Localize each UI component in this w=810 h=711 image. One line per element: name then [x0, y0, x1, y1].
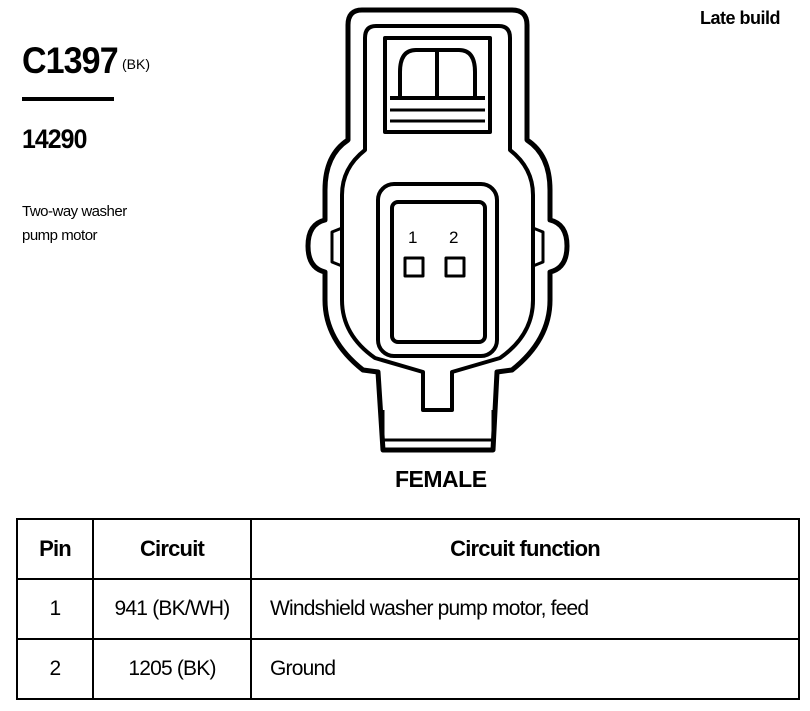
connector-gender-label: FEMALE: [395, 466, 487, 492]
pin-2-label: 2: [449, 228, 458, 247]
pin-cell: 1: [16, 578, 94, 640]
terminal-cavity-outer: [376, 182, 499, 358]
pin-1-socket: [403, 256, 425, 278]
part-number: 14290: [22, 124, 87, 154]
pin-1-label: 1: [408, 228, 417, 247]
title-rule: [22, 97, 114, 101]
left-side-ear: [330, 226, 343, 268]
pinout-table: Pin Circuit Circuit function 1 941 (BK/W…: [16, 518, 800, 700]
function-cell: Windshield washer pump motor, feed: [250, 578, 800, 640]
build-note: Late build: [700, 8, 781, 28]
pin-column-header: Pin: [16, 518, 94, 580]
connector-description: Two-way washer pump motor: [22, 203, 127, 244]
connector-outer-housing: [305, 7, 570, 453]
circuit-cell: 941 (BK/WH): [92, 578, 252, 640]
pin-cell: 2: [16, 638, 94, 700]
function-cell: Ground: [250, 638, 800, 700]
circuit-cell: 1205 (BK): [92, 638, 252, 700]
color-code: (BK): [122, 56, 150, 72]
table-row: 1 941 (BK/WH) Windshield washer pump mot…: [16, 578, 800, 640]
table-header-row: Pin Circuit Circuit function: [16, 518, 800, 580]
pin-2-socket: [444, 256, 466, 278]
right-side-ear: [532, 226, 545, 268]
connector-inner-housing: [340, 24, 535, 412]
circuit-column-header: Circuit: [92, 518, 252, 580]
bottom-foot: [381, 410, 495, 442]
table-row: 2 1205 (BK) Ground: [16, 638, 800, 700]
function-column-header: Circuit function: [250, 518, 800, 580]
connector-id: C1397: [22, 40, 119, 81]
connector-face-diagram: 1 2: [305, 7, 570, 453]
terminal-cavity-inner: [390, 200, 487, 344]
latch-outline: [383, 36, 492, 134]
